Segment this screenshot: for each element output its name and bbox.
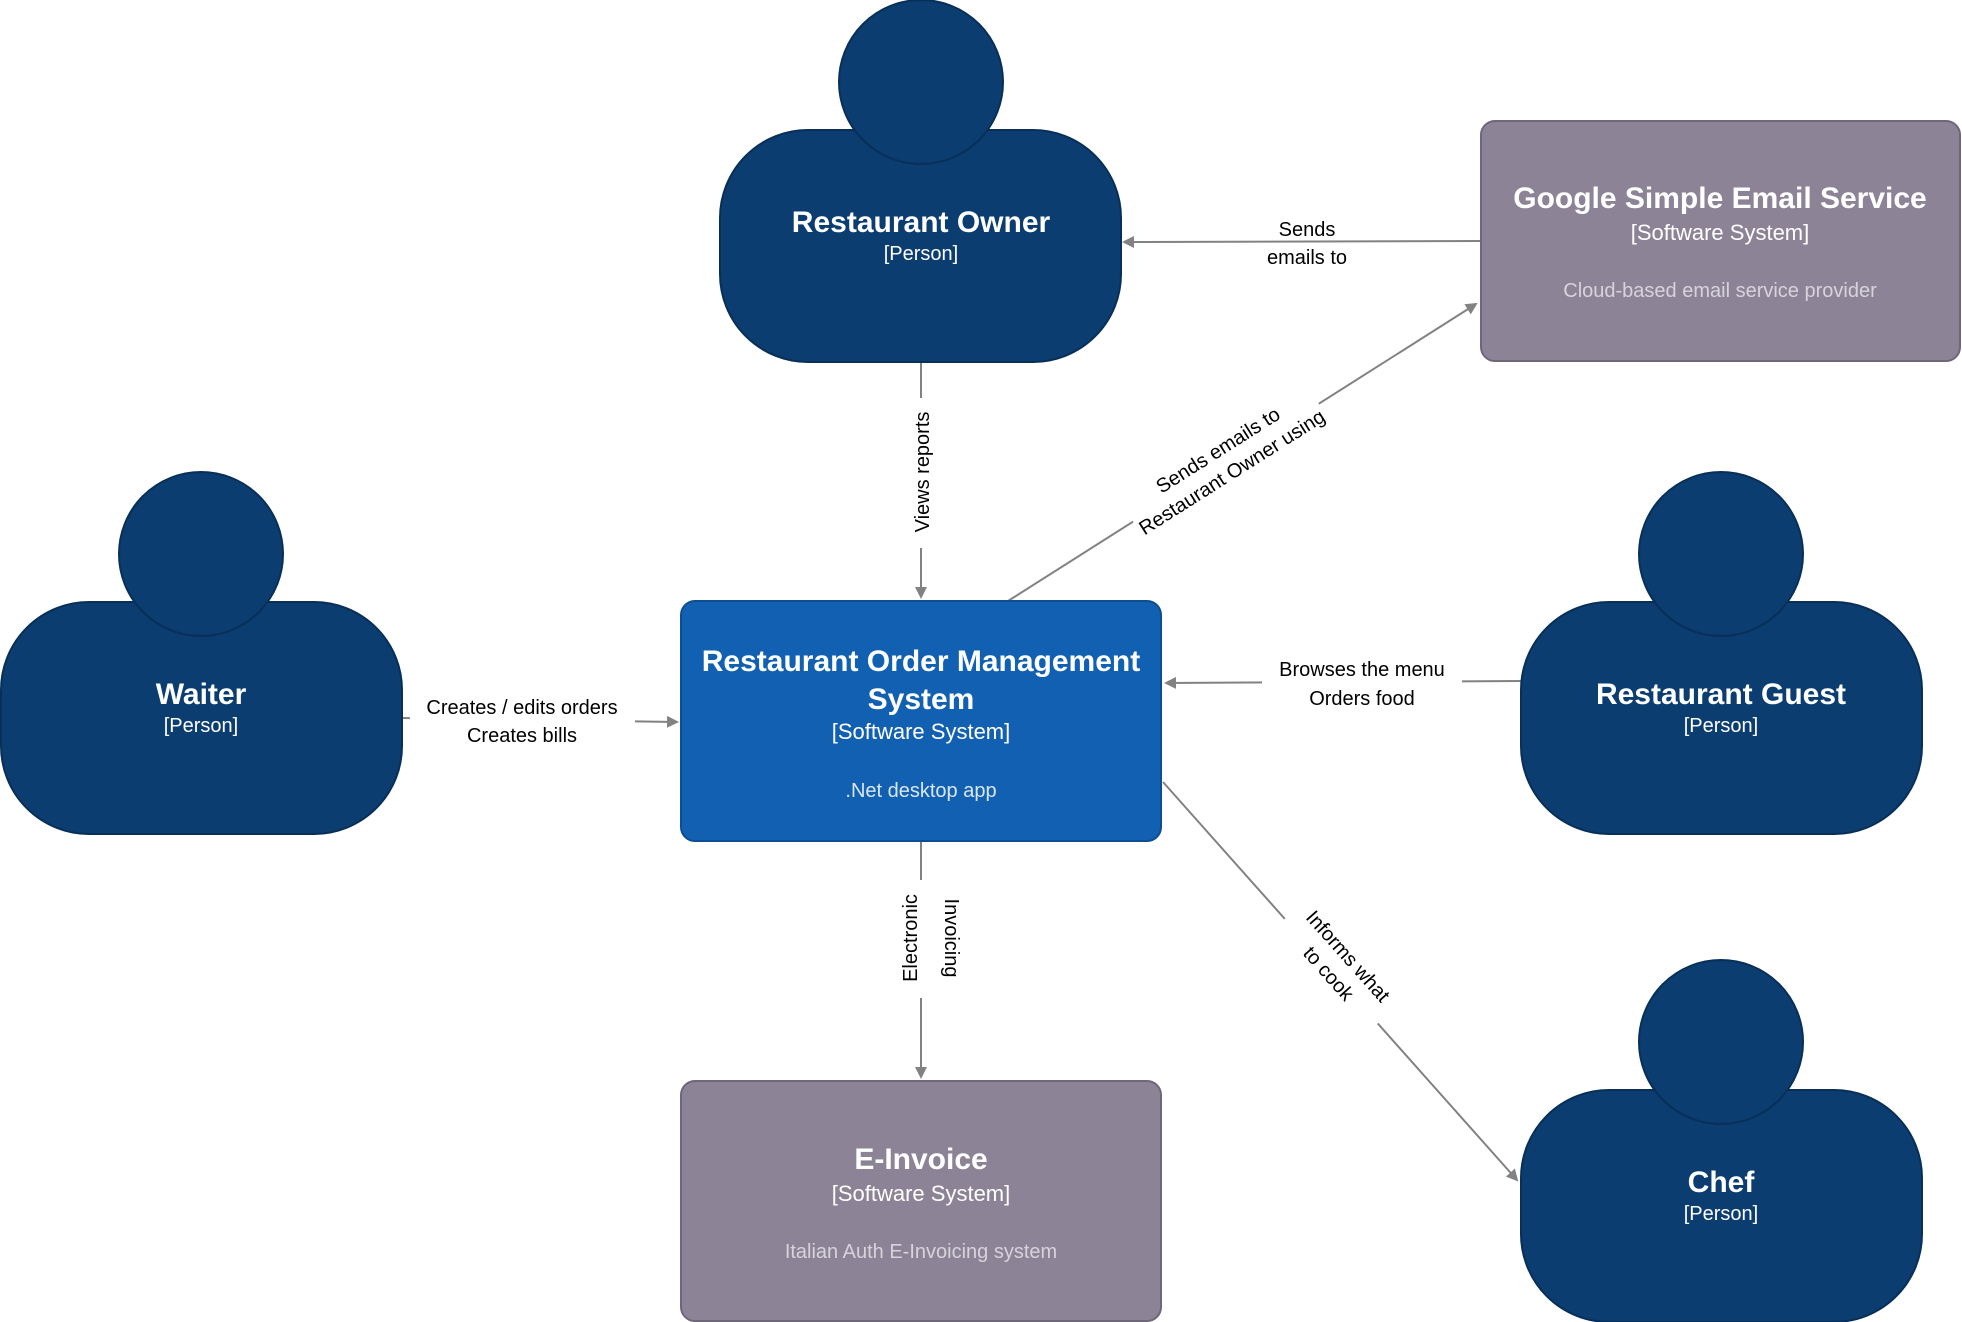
edge-roms-to-einvoice-label-line2: Invoicing bbox=[940, 899, 962, 978]
person-chef-name: Chef bbox=[1688, 1166, 1756, 1199]
edge-waiter-to-roms: Creates / edits orders Creates bills bbox=[401, 694, 679, 752]
system-restaurant-order-management[interactable]: Restaurant Order Management System [Soft… bbox=[680, 600, 1162, 842]
system-box bbox=[680, 600, 1162, 842]
person-restaurant-owner[interactable]: Restaurant Owner [Person] bbox=[719, 0, 1122, 363]
system-roms-name-line1: Restaurant Order Management bbox=[702, 645, 1140, 678]
person-waiter[interactable]: Waiter [Person] bbox=[0, 471, 403, 835]
person-restaurant-owner-name: Restaurant Owner bbox=[792, 206, 1051, 239]
system-einvoice-description: Italian Auth E-Invoicing system bbox=[785, 1241, 1057, 1263]
system-box bbox=[680, 1080, 1162, 1322]
edge-roms-to-chef: Informs what to cook bbox=[1162, 781, 1519, 1182]
edge-gses-to-owner: Sends emails to bbox=[1122, 219, 1481, 269]
system-e-invoice[interactable]: E-Invoice [Software System] Italian Auth… bbox=[680, 1080, 1162, 1322]
edge-waiter-to-roms-label-line1: Creates / edits orders bbox=[426, 697, 617, 719]
system-gses-type: [Software System] bbox=[1631, 220, 1810, 245]
edge-gses-to-owner-label-line2: emails to bbox=[1267, 247, 1347, 269]
edge-guest-to-roms-label-line2: Orders food bbox=[1309, 688, 1415, 710]
person-waiter-type: [Person] bbox=[164, 715, 238, 737]
person-restaurant-guest-type: [Person] bbox=[1684, 715, 1758, 737]
system-roms-description: .Net desktop app bbox=[845, 780, 996, 802]
person-waiter-name: Waiter bbox=[156, 678, 247, 711]
system-einvoice-type: [Software System] bbox=[832, 1181, 1011, 1206]
edge-gses-to-owner-label-line1: Sends bbox=[1279, 219, 1336, 241]
edge-owner-to-roms-label: Views reports bbox=[912, 412, 934, 533]
system-einvoice-name: E-Invoice bbox=[854, 1143, 987, 1176]
person-restaurant-owner-type: [Person] bbox=[884, 243, 958, 265]
system-box bbox=[1480, 120, 1961, 362]
person-restaurant-guest-name: Restaurant Guest bbox=[1596, 678, 1846, 711]
person-chef-type: [Person] bbox=[1684, 1203, 1758, 1225]
edge-guest-to-roms: Browses the menu Orders food bbox=[1164, 656, 1522, 714]
person-head bbox=[118, 471, 284, 637]
system-gses-description: Cloud-based email service provider bbox=[1563, 280, 1877, 302]
system-gses-name: Google Simple Email Service bbox=[1513, 182, 1927, 215]
person-head bbox=[1638, 959, 1804, 1125]
person-head bbox=[1638, 471, 1804, 637]
system-google-simple-email-service[interactable]: Google Simple Email Service [Software Sy… bbox=[1480, 120, 1961, 362]
person-restaurant-guest[interactable]: Restaurant Guest [Person] bbox=[1520, 471, 1923, 835]
system-roms-type: [Software System] bbox=[832, 719, 1011, 744]
edge-guest-to-roms-label-line1: Browses the menu bbox=[1279, 659, 1445, 681]
edge-roms-to-einvoice-label-line1: Electronic bbox=[900, 894, 922, 982]
edge-owner-to-roms: Views reports bbox=[905, 362, 937, 599]
person-chef[interactable]: Chef [Person] bbox=[1520, 959, 1923, 1322]
person-head bbox=[838, 0, 1004, 165]
edge-waiter-to-roms-label-line2: Creates bills bbox=[467, 725, 577, 747]
edge-roms-to-einvoice: Electronic Invoicing bbox=[892, 842, 962, 1079]
system-roms-name-line2: System bbox=[868, 683, 975, 716]
